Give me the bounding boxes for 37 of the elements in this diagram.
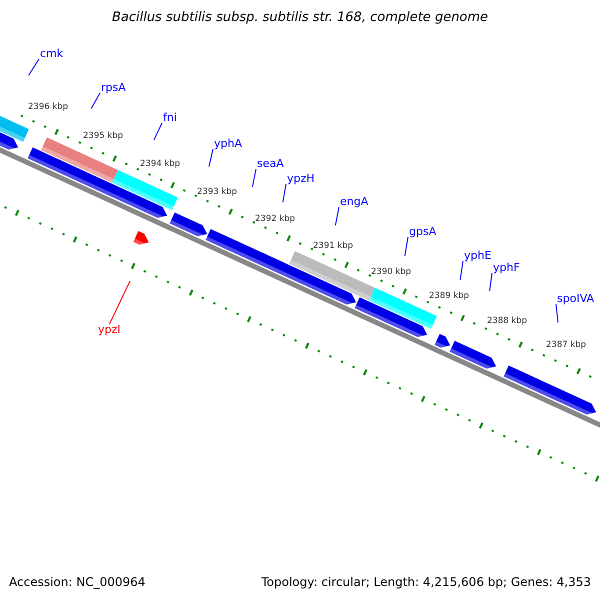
gene-label: seaA (257, 158, 284, 169)
leader-line (28, 58, 40, 76)
leader-line (154, 122, 162, 140)
scale-label: 2394 kbp (140, 160, 180, 168)
leader-line (282, 184, 286, 203)
gene-label: yphE (464, 250, 492, 261)
gene-label: cmk (40, 48, 64, 59)
gene-label: rpsA (101, 82, 126, 93)
accession-text: Accession: NC_000964 (9, 576, 146, 588)
scale-label: 2387 kbp (546, 341, 586, 350)
gene-label: fni (163, 112, 177, 123)
genome-info-text: Topology: circular; Length: 4,215,606 bp; Genes: 4,353 (261, 576, 591, 588)
gene-label: spoIVA (557, 293, 594, 304)
scale-label: 2389 kbp (429, 292, 470, 300)
leader-line (556, 304, 558, 323)
leader-line (404, 236, 408, 257)
gene-label: yphF (493, 262, 520, 273)
scale-label: 2388 kbp (487, 317, 528, 326)
title: Bacillus subtilis subsp. subtilis str. 168, complete genome (110, 11, 490, 24)
scale-label: 2392 kbp (255, 215, 296, 224)
leader-line (489, 272, 492, 292)
scale-label: 2390 kbp (371, 268, 412, 276)
leader-line (109, 280, 130, 324)
gene-label: engA (340, 196, 368, 207)
gene-label: gpsA (409, 226, 436, 237)
scale-label: 2395 kbp (83, 132, 124, 140)
leader-line (460, 260, 464, 280)
gene-label: ypzI (98, 324, 121, 335)
gene-label: ypzH (287, 173, 315, 184)
scale-label: 2393 kbp (197, 188, 238, 196)
leader-line (252, 168, 256, 188)
gene-label: yphA (214, 138, 242, 149)
leader-line (334, 206, 340, 226)
leader-line (208, 148, 214, 168)
scale-label: 2396 kbp (28, 103, 68, 112)
leader-line (90, 92, 100, 110)
scale-label: 2391 kbp (313, 242, 354, 250)
